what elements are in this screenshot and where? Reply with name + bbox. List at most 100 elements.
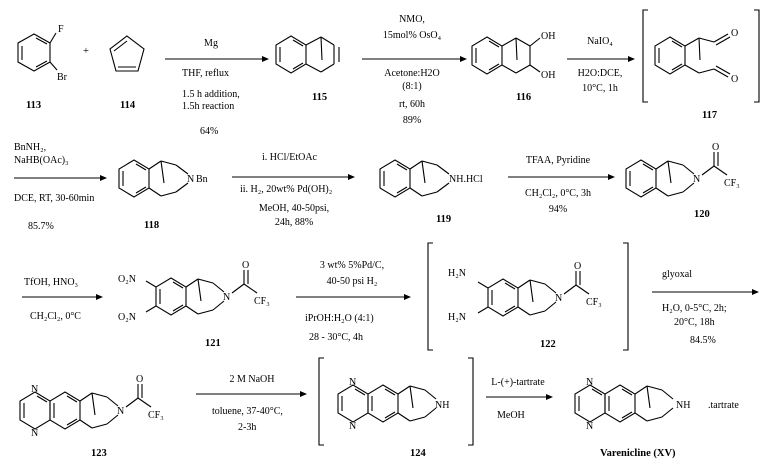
amino-label-bottom: H₂N (448, 312, 466, 323)
compound-117: O O (654, 28, 738, 85)
step1-reagent: Mg (204, 38, 218, 49)
arrowhead-7 (96, 294, 103, 300)
trifluoromethyl-label: CF₃ (148, 410, 164, 421)
nitrogen-label: N (555, 293, 562, 304)
arrowhead-9 (752, 289, 759, 295)
arrowhead-5 (348, 174, 355, 180)
trifluoromethyl-label: CF₃ (724, 178, 740, 189)
step10-reagent: 2 M NaOH (230, 374, 275, 385)
compound-number-124: 124 (410, 448, 427, 459)
step11-solvent: MeOH (497, 410, 525, 421)
nitrogen-label: N (117, 406, 124, 417)
hydroxyl-label-top: OH (541, 31, 555, 42)
hydroxyl-label-bottom: OH (541, 70, 555, 81)
oxygen-label-bottom: O (731, 74, 738, 85)
quinoxaline-nitrogen-top: N (586, 377, 593, 388)
compound-number-115: 115 (312, 92, 327, 103)
compound-115 (275, 35, 340, 74)
compound-number-117: 117 (702, 110, 717, 121)
arrowhead-4 (100, 175, 107, 181)
amino-label-top: H₂N (448, 268, 466, 279)
compound-114 (109, 35, 145, 72)
step7-conditions: CH₂Cl₂, 0°C (30, 311, 81, 322)
bracket-left-122 (427, 242, 433, 351)
arrowhead-1 (262, 56, 269, 62)
compound-varenicline: N N NH .tartrate (574, 377, 739, 432)
bracket-right-124 (468, 357, 474, 446)
step6-conditions: CH₂Cl₂, 0°C, 3h (525, 188, 591, 199)
compound-number-118: 118 (144, 220, 159, 231)
quinoxaline-nitrogen-bottom: N (31, 428, 38, 439)
nitrogen-label: N (187, 174, 194, 185)
nitro-label-top: O₂N (118, 274, 136, 285)
compound-121: O₂N O₂N N O CF₃ (118, 260, 270, 323)
bracket-right-122 (623, 242, 629, 351)
compound-number-121: 121 (205, 338, 221, 349)
step5-conditions: MeOH, 40-50psi, (259, 203, 329, 214)
arrowhead-11 (546, 394, 553, 400)
compound-122: H₂N H₂N N O CF₃ (448, 261, 602, 323)
step8-reagent-1: 3 wt% 5%Pd/C, (320, 260, 384, 271)
quinoxaline-nitrogen-bottom: N (586, 421, 593, 432)
compound-number-114: 114 (120, 100, 136, 111)
tartrate-salt-label: .tartrate (708, 400, 739, 411)
step5-reagent-1: i. HCl/EtOAc (262, 152, 318, 163)
step1-condition-2: 1.5 h addition, (182, 89, 240, 100)
step4-reagent-1: BnNH₂, (14, 142, 46, 153)
step10-conditions: toluene, 37-40°C, (212, 406, 283, 417)
compound-number-122: 122 (540, 339, 556, 350)
step9-conditions-1: H₂O, 0-5°C, 2h; (662, 303, 727, 314)
compound-number-116: 116 (516, 92, 531, 103)
oxygen-label-top: O (731, 28, 738, 39)
amine-label: NH (676, 400, 690, 411)
compound-119: NH.HCl (379, 159, 483, 198)
step2-solvent: Acetone:H2O (384, 68, 440, 79)
step4-yield: 85.7% (28, 221, 54, 232)
trifluoromethyl-label: CF₃ (254, 296, 270, 307)
varenicline-label: Varenicline (XV) (600, 448, 676, 459)
compound-number-120: 120 (694, 209, 710, 220)
step3-solvent: H2O:DCE, (578, 68, 623, 79)
step6-yield: 94% (549, 204, 567, 215)
compound-number-123: 123 (91, 448, 107, 459)
step1-yield: 64% (200, 126, 218, 137)
bracket-left-124 (318, 357, 324, 446)
arrowhead-8 (404, 294, 411, 300)
step2-time: rt, 60h (399, 99, 425, 110)
step9-reagent: glyoxal (662, 269, 692, 280)
carbonyl-oxygen-label: O (136, 374, 143, 385)
step2-ratio: (8:1) (402, 81, 421, 92)
nitrogen-label: N (693, 174, 700, 185)
step9-conditions-2: 20°C, 18h (674, 317, 715, 328)
trifluoromethyl-label: CF₃ (586, 297, 602, 308)
compound-number-113: 113 (26, 100, 41, 111)
nitro-label-bottom: O₂N (118, 312, 136, 323)
compound-123: N N N O CF₃ (19, 374, 164, 439)
step8-solvent: iPrOH:H₂O (4:1) (305, 313, 374, 324)
carbonyl-oxygen-label: O (574, 261, 581, 272)
bracket-right-117 (754, 9, 760, 103)
step6-reagent: TFAA, Pyridine (526, 155, 591, 166)
step3-temperature: 10°C, 1h (582, 83, 618, 94)
compound-113: F Br (17, 24, 68, 83)
benzyl-label: Bn (196, 174, 208, 185)
step3-reagent: NaIO₄ (587, 36, 613, 47)
fluorine-label: F (58, 24, 64, 35)
step1-condition-3: 1.5h reaction (182, 101, 234, 112)
step2-reagent-2: 15mol% OsO₄ (383, 30, 442, 41)
bromine-label: Br (57, 72, 68, 83)
step4-reagent-2: NaHB(OAc)₃ (14, 155, 69, 166)
arrowhead-6 (608, 174, 615, 180)
step10-time: 2-3h (238, 422, 256, 433)
arrowhead-10 (300, 391, 307, 397)
step5-yield: 24h, 88% (275, 217, 313, 228)
compound-124: N N NH (337, 377, 449, 432)
compound-120: N O CF₃ (625, 142, 740, 198)
quinoxaline-nitrogen-bottom: N (349, 421, 356, 432)
carbonyl-oxygen-label: O (712, 142, 719, 153)
plus-sign: + (83, 46, 89, 57)
bracket-left-117 (642, 9, 648, 103)
nitrogen-label: N (223, 292, 230, 303)
quinoxaline-nitrogen-top: N (349, 377, 356, 388)
compound-116: OH OH (471, 31, 555, 81)
